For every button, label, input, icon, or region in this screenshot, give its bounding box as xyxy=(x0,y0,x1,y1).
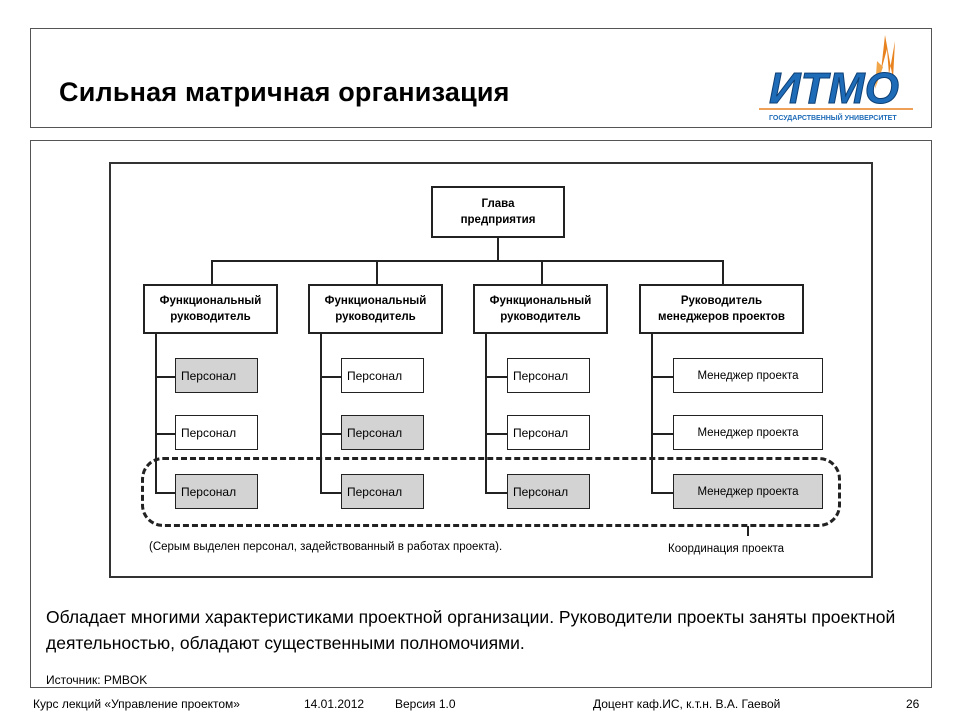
slide-title: Сильная матричная организация xyxy=(59,77,510,107)
project-managers-lead-node: Руководитель менеджеров проектов xyxy=(639,284,804,334)
project-coordination-outline xyxy=(141,457,841,527)
staff-node: Персонал xyxy=(507,358,590,393)
footer-version: Версия 1.0 xyxy=(395,697,456,711)
body-text: Обладает многими характеристиками проект… xyxy=(46,607,896,653)
staff-branch-connector xyxy=(651,375,673,378)
staff-spine-connector xyxy=(320,334,322,493)
staff-branch-connector xyxy=(485,491,507,494)
logo-flame-icon xyxy=(875,35,895,89)
staff-node: Персонал xyxy=(507,415,590,450)
staff-branch-connector xyxy=(320,375,341,378)
footer-date: 14.01.2012 xyxy=(304,697,365,711)
staff-spine-connector xyxy=(155,334,157,493)
staff-node: Персонал xyxy=(341,358,424,393)
manager-connector xyxy=(376,260,378,284)
staff-branch-connector xyxy=(320,432,341,435)
staff-spine-connector xyxy=(485,334,487,493)
slide-header: Сильная матричная организация ИТМО ГОСУД… xyxy=(30,28,932,128)
functional-manager-node: Функциональный руководитель xyxy=(473,284,608,334)
logo-subtext: ГОСУДАРСТВЕННЫЙ УНИВЕРСИТЕТ xyxy=(769,113,897,122)
staff-branch-connector xyxy=(320,491,341,494)
manager-connector xyxy=(211,260,213,284)
staff-node: Персонал xyxy=(175,358,258,393)
project-manager-node: Менеджер проекта xyxy=(673,474,823,509)
staff-node: Персонал xyxy=(341,415,424,450)
functional-manager-node: Функциональный руководитель xyxy=(143,284,278,334)
head-connector xyxy=(497,238,499,260)
staff-spine-connector xyxy=(651,334,653,493)
staff-branch-connector xyxy=(155,432,175,435)
head-node: Глава предприятия xyxy=(431,186,565,238)
staff-branch-connector xyxy=(485,432,507,435)
content-area xyxy=(30,140,932,688)
logo-wordmark: ИТМО xyxy=(769,64,899,113)
manager-bus-connector xyxy=(211,260,724,262)
project-manager-node: Менеджер проекта xyxy=(673,358,823,393)
footer-author: Доцент каф.ИС, к.т.н. В.А. Гаевой xyxy=(593,697,781,711)
staff-branch-connector xyxy=(651,491,673,494)
coordination-tick xyxy=(747,526,749,536)
manager-connector xyxy=(722,260,724,284)
footer-course: Курс лекций «Управление проектом» xyxy=(33,697,240,711)
org-chart: Глава предприятия (Серым выделен персона… xyxy=(109,162,873,578)
source-label: Источник: PMBOK xyxy=(46,673,148,687)
manager-connector xyxy=(541,260,543,284)
itmo-logo: ИТМО ГОСУДАРСТВЕННЫЙ УНИВЕРСИТЕТ xyxy=(759,35,913,122)
staff-branch-connector xyxy=(155,375,175,378)
staff-node: Персонал xyxy=(175,474,258,509)
footer-page-number: 26 xyxy=(906,697,920,711)
highlight-note: (Серым выделен персонал, задействованный… xyxy=(149,541,503,553)
functional-manager-node: Функциональный руководитель xyxy=(308,284,443,334)
staff-branch-connector xyxy=(155,491,175,494)
staff-branch-connector xyxy=(651,432,673,435)
coordination-label: Координация проекта xyxy=(668,543,785,555)
staff-branch-connector xyxy=(485,375,507,378)
staff-node: Персонал xyxy=(341,474,424,509)
project-manager-node: Менеджер проекта xyxy=(673,415,823,450)
staff-node: Персонал xyxy=(175,415,258,450)
staff-node: Персонал xyxy=(507,474,590,509)
